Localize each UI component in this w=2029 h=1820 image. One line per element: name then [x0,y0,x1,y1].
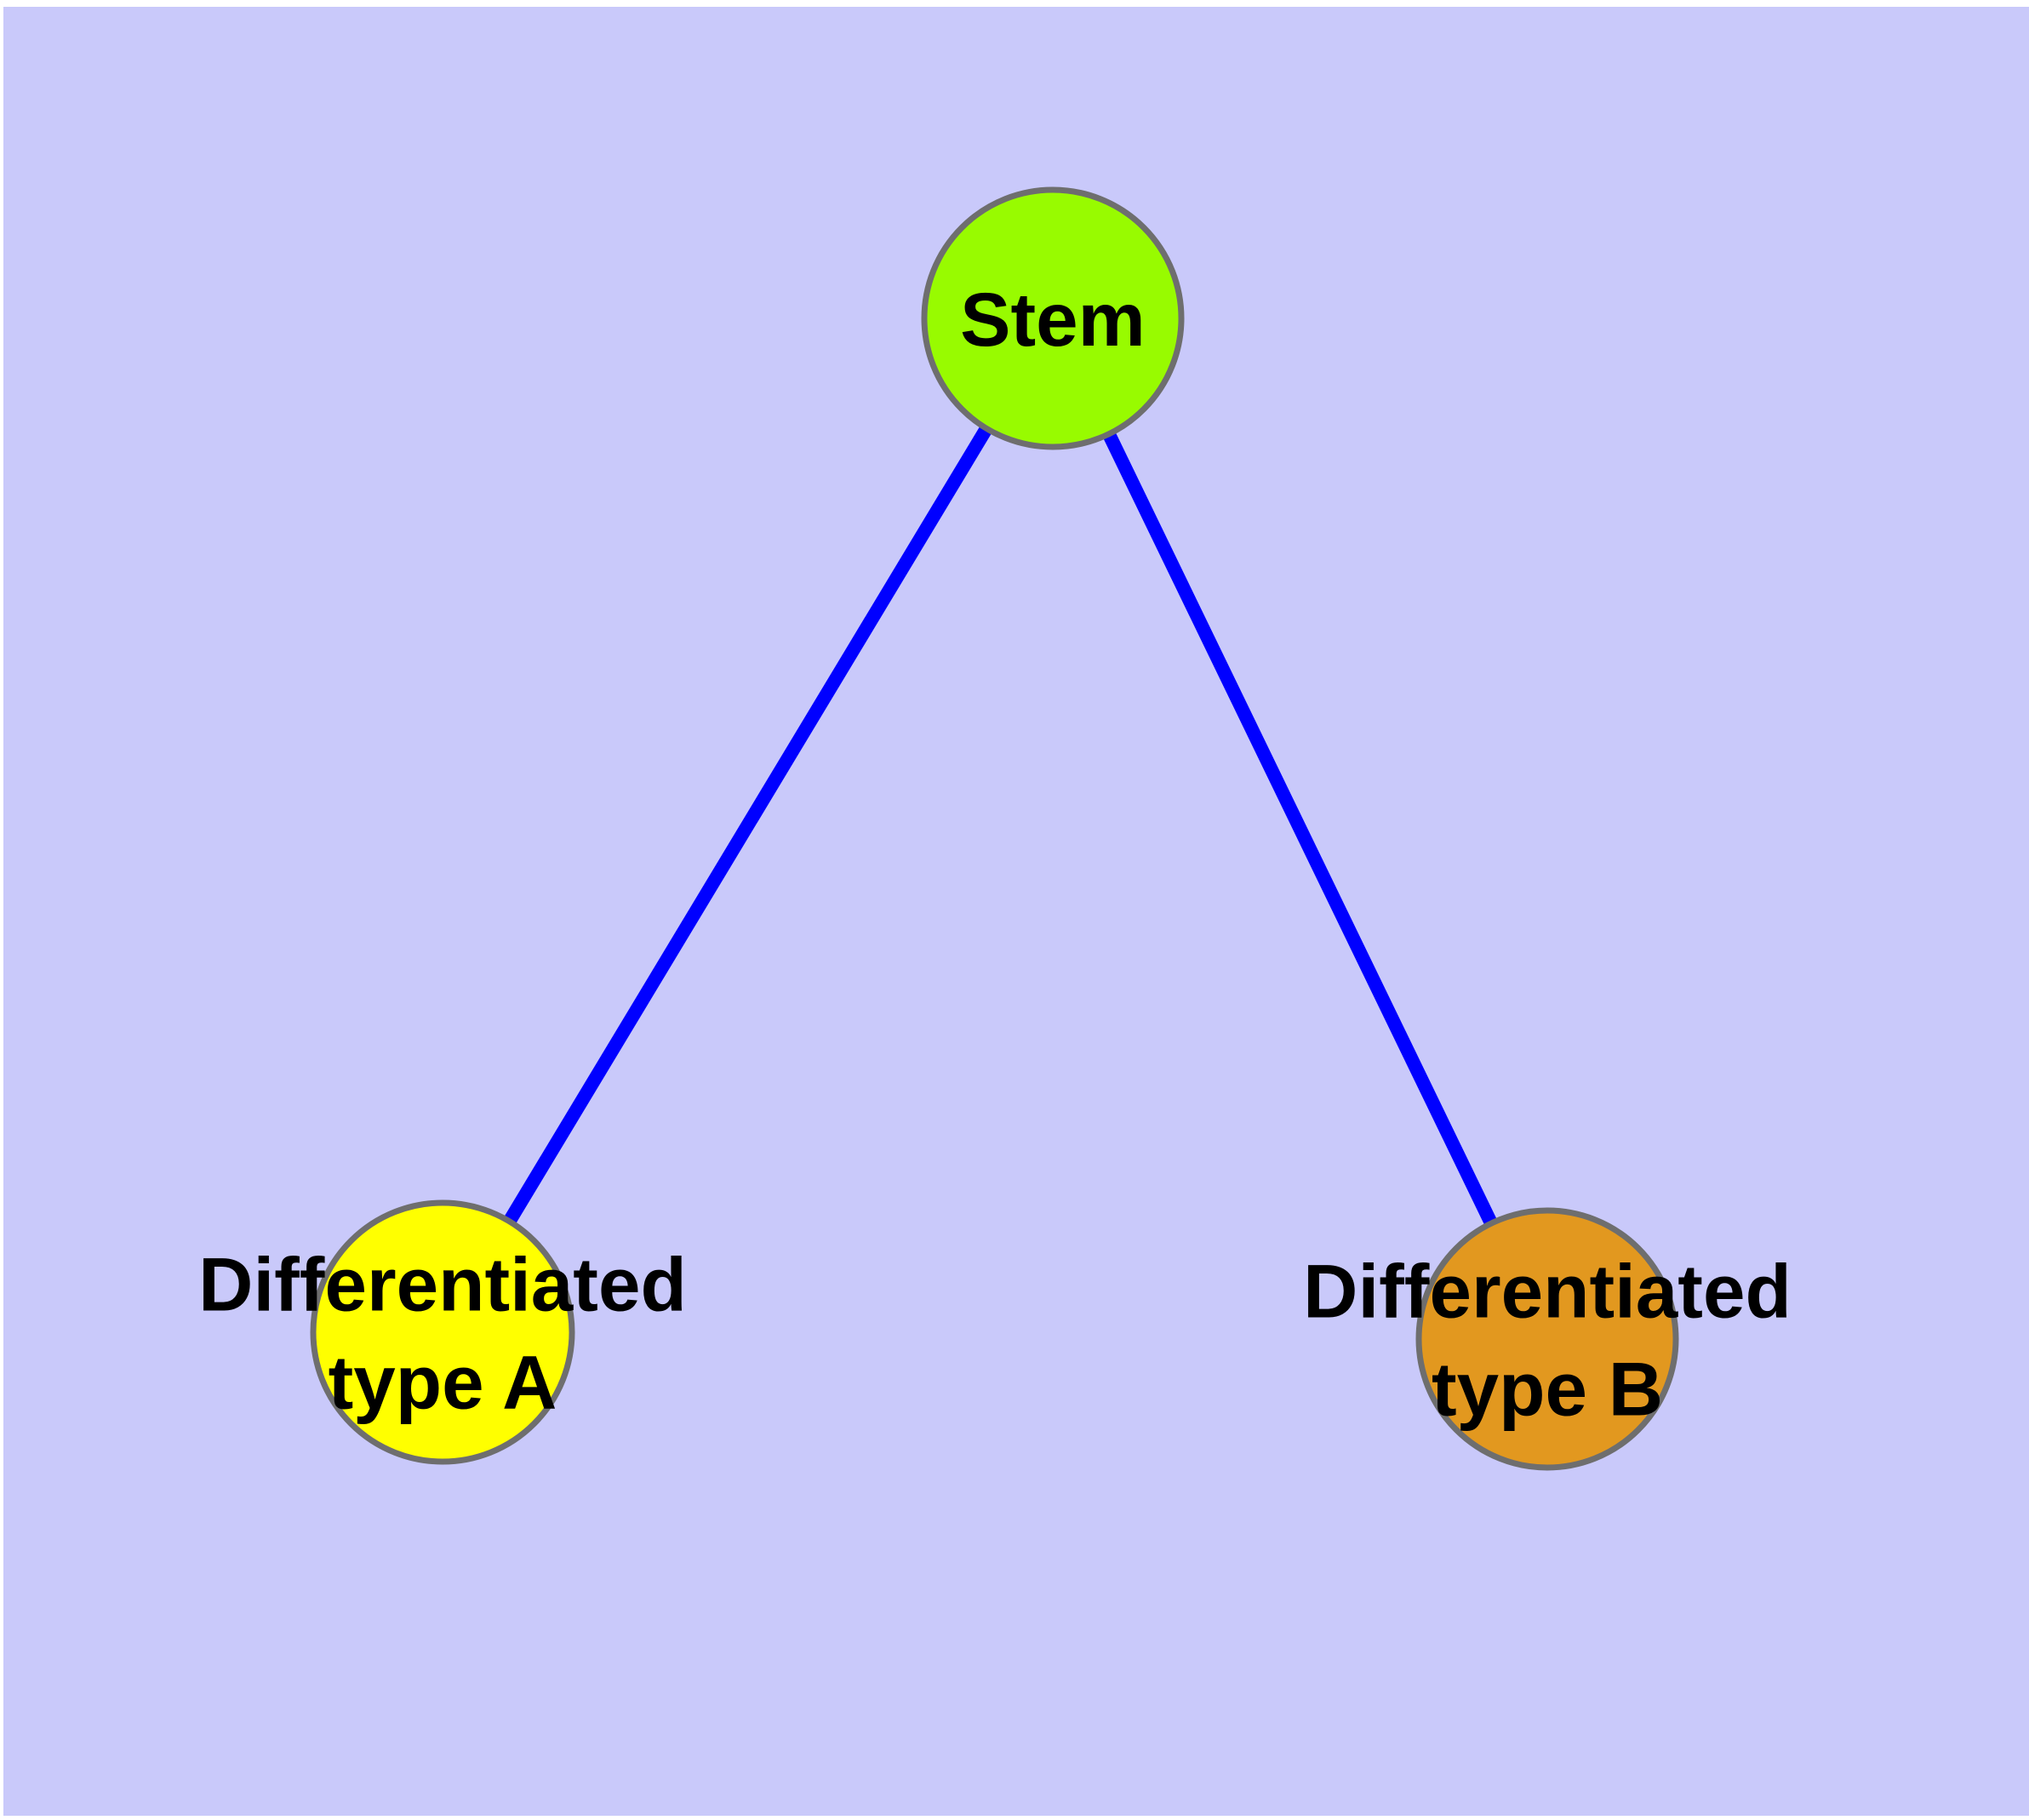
edge-stem-diff-b [1046,315,1554,1342]
node-diff-b-label-line-2: type B [1432,1347,1663,1432]
node-diff-b-label-line-1: Differentiated [1303,1249,1792,1334]
node-diff-a-label: Differentiated type A [198,1242,687,1425]
node-diff-b-label: Differentiated type B [1303,1249,1792,1432]
node-diff-a-circle [310,1199,575,1465]
node-diff-a-label-line-1: Differentiated [198,1242,687,1327]
node-stem-circle [921,186,1185,450]
node-diff-b-circle [1415,1207,1679,1471]
edge-stem-diff-a [437,314,1059,1336]
node-stem-label-line-1: Stem [960,277,1146,362]
node-stem-label: Stem [960,277,1146,362]
node-diff-a-label-line-2: type A [329,1340,557,1425]
